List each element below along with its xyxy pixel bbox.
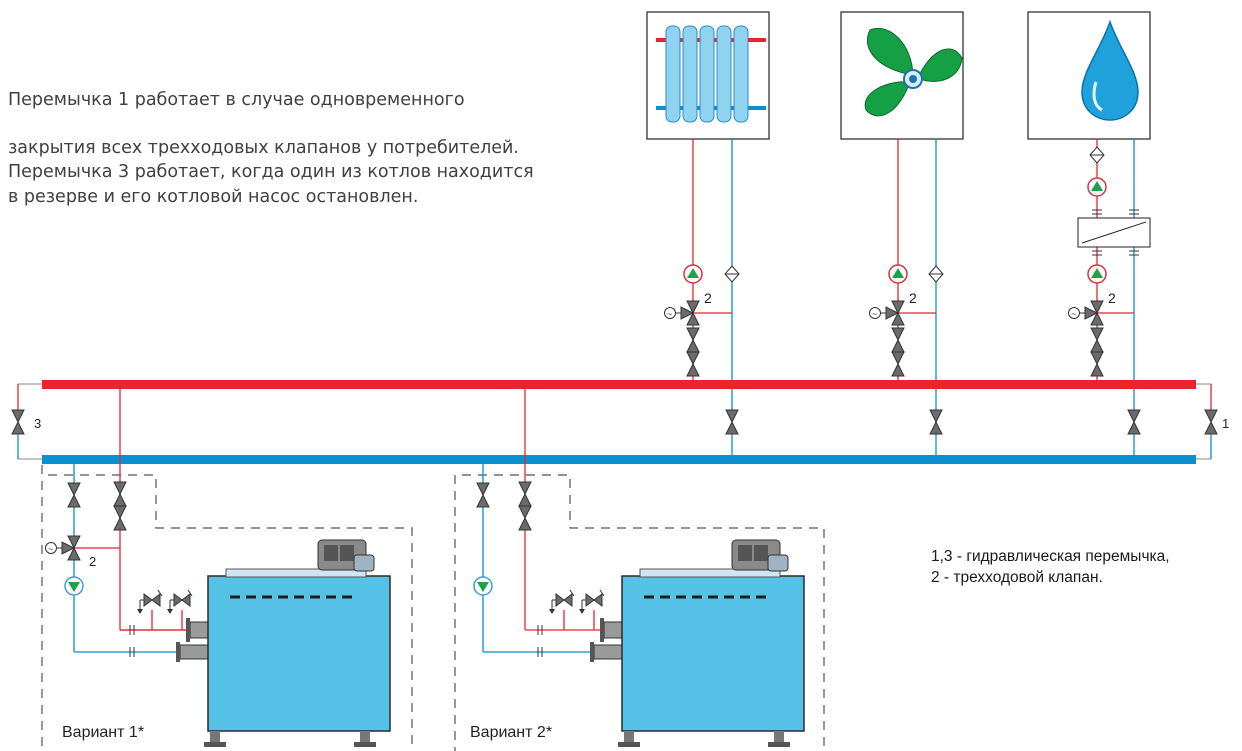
filter-icon xyxy=(928,265,944,283)
heat-exchanger xyxy=(1077,217,1151,248)
consumer-hot-water xyxy=(1027,11,1151,140)
valve-label-2: 2 xyxy=(89,554,96,569)
radiator-icon xyxy=(656,25,766,123)
fan-icon xyxy=(864,28,963,117)
consumer-radiator xyxy=(646,11,770,140)
bypass-label-3: 3 xyxy=(34,416,41,431)
bypass-label-1: 1 xyxy=(1222,416,1229,431)
supply-header xyxy=(42,380,1196,389)
boiler-variant-1 xyxy=(41,389,413,751)
consumer-branch-2 xyxy=(897,139,937,460)
legend-line-1: 1,3 - гидравлическая перемычка, xyxy=(931,548,1170,565)
description-line-2: закрытия всех трехходовых клапанов у пот… xyxy=(8,138,519,158)
filter-icon xyxy=(724,265,740,283)
consumer-branch-1 xyxy=(692,139,733,460)
consumer-fan xyxy=(840,11,964,140)
gate-valve-icon xyxy=(1127,409,1141,435)
return-header xyxy=(42,455,1196,464)
variant-1-label: Вариант 1* xyxy=(62,724,144,741)
three-way-valve-icon xyxy=(869,300,905,326)
valve-label-2: 2 xyxy=(909,290,917,306)
water-drop-icon xyxy=(1081,19,1139,121)
boiler-variant-2 xyxy=(454,389,825,751)
gate-valve-icon xyxy=(687,328,699,376)
three-way-valve-icon xyxy=(1068,300,1104,326)
gate-valve-icon xyxy=(929,409,943,435)
valve-label-2: 2 xyxy=(1108,290,1116,306)
bypass-3 xyxy=(11,383,42,460)
gate-valve-icon xyxy=(892,328,904,376)
variant-2-label: Вариант 2* xyxy=(470,724,552,741)
bypass-1 xyxy=(1196,383,1218,460)
description-line-3: Перемычка 3 работает, когда один из котл… xyxy=(8,162,534,182)
pump-icon xyxy=(1087,264,1107,284)
valve-label-2: 2 xyxy=(704,290,712,306)
gate-valve-icon xyxy=(725,409,739,435)
three-way-valve-icon xyxy=(664,300,700,326)
description-line-4: в резерве и его котловой насос остановле… xyxy=(8,187,419,207)
pump-icon xyxy=(888,264,908,284)
filter-icon xyxy=(1089,146,1105,164)
legend-line-2: 2 - трехходовой клапан. xyxy=(931,569,1103,586)
pump-icon xyxy=(1087,177,1107,197)
description-line-1: Перемычка 1 работает в случае одновремен… xyxy=(8,90,465,110)
gate-valve-icon xyxy=(1091,328,1103,376)
pump-icon xyxy=(683,264,703,284)
